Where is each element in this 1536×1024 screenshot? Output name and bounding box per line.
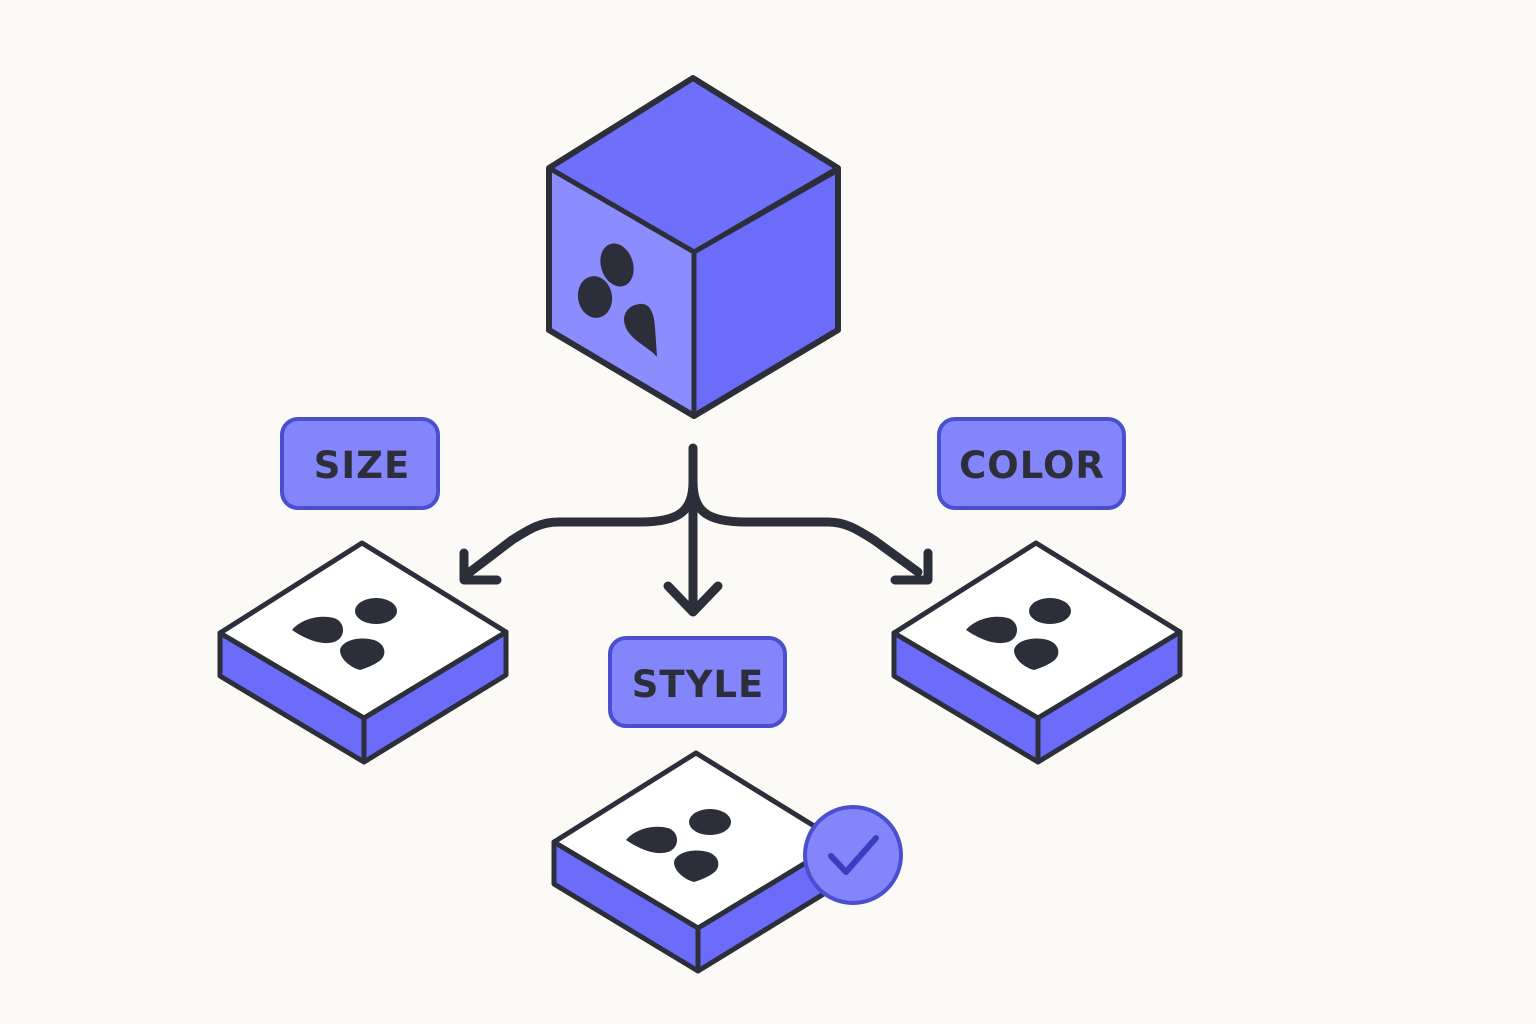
arrowhead-down-icon — [663, 581, 723, 617]
size-label: SIZE — [280, 417, 440, 510]
size-variant-tile — [217, 540, 509, 765]
color-label: COLOR — [937, 417, 1126, 510]
arrow-to-color — [688, 477, 923, 577]
branch-connectors — [465, 443, 923, 613]
arrow-to-size — [465, 477, 698, 577]
arrowhead-right-icon — [890, 548, 933, 585]
color-label-text: COLOR — [959, 444, 1105, 487]
style-label: STYLE — [608, 636, 787, 728]
master-cube — [546, 75, 841, 419]
arrowheads — [459, 548, 933, 617]
arrowhead-left-icon — [459, 548, 502, 585]
style-variant-tile — [551, 750, 843, 974]
three-drops-icon — [966, 598, 1071, 670]
color-variant-tile — [891, 540, 1183, 765]
checkmark-icon — [828, 835, 879, 875]
three-drops-icon — [577, 243, 657, 357]
three-drops-icon — [626, 809, 731, 882]
style-label-text: STYLE — [632, 663, 765, 706]
selected-check-badge — [803, 805, 903, 905]
three-drops-icon — [292, 598, 397, 670]
size-label-text: SIZE — [314, 444, 411, 487]
